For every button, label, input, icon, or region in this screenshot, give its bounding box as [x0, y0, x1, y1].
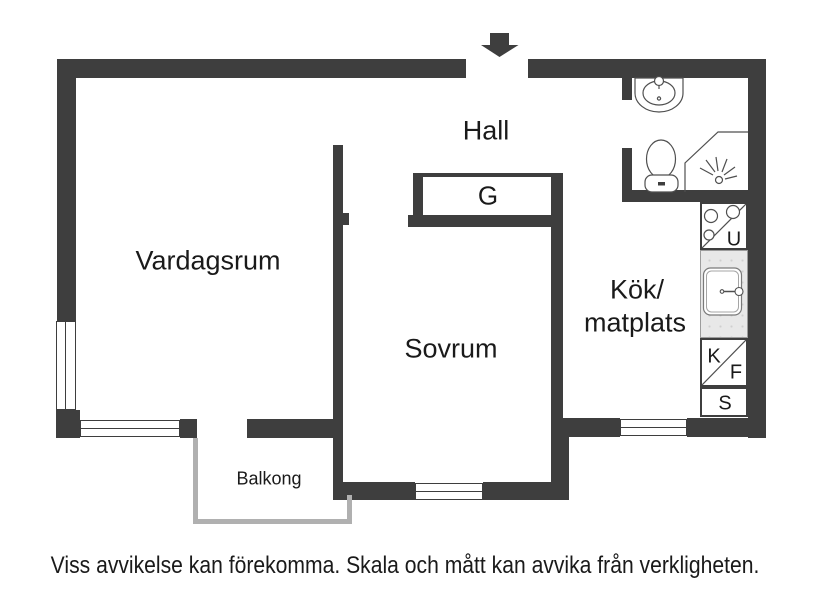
freezer-label: F — [729, 361, 743, 384]
wall-bottom-kitchen-left — [552, 418, 620, 437]
stove-unit: U — [700, 202, 748, 251]
kitchen-sink-icon — [702, 267, 744, 316]
fridge-freezer-unit: K F — [700, 338, 748, 387]
wall-bottom-left-jamb — [180, 419, 197, 438]
wall-left-upper — [57, 59, 76, 321]
pantry-unit: S — [700, 387, 748, 417]
balcony-rail-bottom — [193, 519, 352, 524]
wall-closet-bottom — [408, 215, 563, 227]
pantry-label: S — [718, 392, 732, 415]
sink-icon — [634, 75, 684, 113]
wall-left-corner — [56, 410, 80, 438]
wall-bottom-sovrum-left — [333, 482, 415, 500]
wall-right — [748, 59, 766, 438]
balcony-rail-left — [193, 438, 198, 524]
room-label-kok: Kök/ — [609, 274, 665, 305]
wall-bathroom-jamb-upper — [622, 78, 632, 100]
wall-top-right — [528, 59, 766, 78]
wall-divider-vardagsrum — [333, 145, 343, 500]
wall-door-jamb-sovrum — [343, 213, 349, 225]
window-left — [56, 321, 76, 410]
wall-bathroom-left — [622, 148, 632, 192]
kitchen-counter — [700, 250, 748, 338]
wall-divider-kitchen-lower — [551, 418, 569, 500]
fridge-label: K — [707, 345, 721, 368]
entrance-arrow-icon — [481, 33, 519, 57]
room-label-matplats: matplats — [583, 307, 687, 338]
shower-icon — [684, 131, 748, 192]
balcony-rail-right — [347, 495, 352, 524]
wall-bottom-vardagsrum — [247, 419, 343, 438]
wall-bottom-sovrum-right — [483, 482, 569, 500]
window-vardagsrum — [80, 420, 180, 437]
room-label-vardagsrum: Vardagsrum — [135, 245, 281, 276]
wall-divider-kitchen — [551, 173, 563, 438]
toilet-icon — [644, 139, 679, 193]
disclaimer-text: Viss avvikelse kan förekomma. Skala och … — [50, 552, 760, 579]
room-label-hall: Hall — [462, 115, 510, 146]
wall-top-left — [57, 59, 466, 78]
wall-closet-left — [413, 173, 423, 218]
oven-label: U — [726, 228, 742, 251]
wall-bathroom-bottom — [622, 190, 750, 202]
stove-burners-icon — [702, 204, 746, 248]
room-label-sovrum: Sovrum — [404, 333, 498, 364]
room-label-balkong: Balkong — [236, 468, 302, 489]
fridge-freezer-diagonal-icon — [702, 340, 746, 385]
wall-closet-top — [413, 173, 563, 177]
window-kitchen — [620, 419, 687, 436]
closet-label: G — [477, 180, 499, 211]
wall-bottom-kitchen-right — [687, 418, 766, 437]
window-sovrum — [415, 483, 483, 500]
